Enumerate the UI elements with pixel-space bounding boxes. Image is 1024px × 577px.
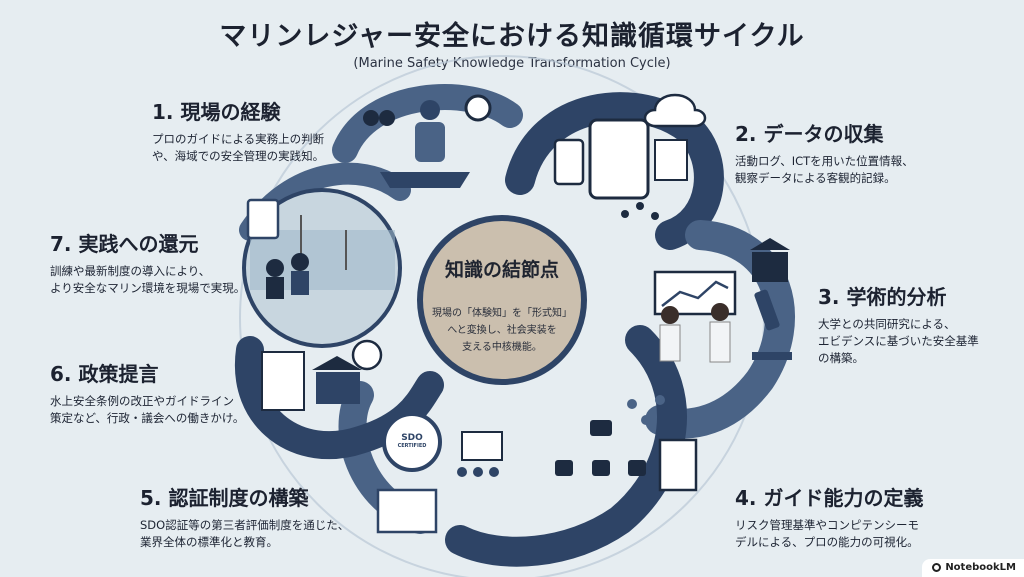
worker-2-body: [291, 271, 309, 295]
step-6-line: 策定など、行政・議会への働きかけ。: [50, 411, 245, 425]
hub-title: 知識の結節点: [444, 259, 559, 281]
step-7-line: より安全なマリン環境を現場で実現。: [50, 281, 246, 295]
step-4-heading: 4. ガイド能力の定義: [735, 486, 924, 510]
worker-1-icon: [266, 259, 284, 277]
step-3-line: エビデンスに基づいた安全基準: [818, 334, 979, 348]
researcher-2-icon: [709, 303, 731, 363]
hub-circle: [417, 215, 587, 385]
step-4-description: リスク管理基準やコンピテンシーモ デルによる、プロの能力の可視化。: [735, 517, 923, 551]
step-1-line: プロのガイドによる実務上の判断: [152, 132, 325, 146]
researcher-icon: [659, 306, 681, 362]
step-7-line: 訓練や最新制度の導入により、: [50, 264, 211, 278]
step-5-heading: 5. 認証制度の構築: [140, 486, 309, 510]
worker-2-icon: [291, 253, 309, 271]
hub-line: 現場の「体験知」を「形式知」: [432, 308, 572, 319]
notebooklm-logo-icon: [932, 563, 942, 572]
step-7-heading: 7. 実践への還元: [50, 232, 199, 256]
worker-1-body: [266, 277, 284, 299]
sdo-badge-line1: SDO: [401, 433, 423, 443]
step-5-description: SDO認証等の第三者評価制度を通じた、 業界全体の標準化と教育。: [140, 517, 349, 551]
clipboard-icon: [246, 198, 280, 240]
step-3-heading: 3. 学術的分析: [818, 285, 947, 309]
step-6-description: 水上安全条例の改正やガイドライン 策定など、行政・議会への働きかけ。: [50, 393, 244, 427]
step-1: 1. 現場の経験 プロのガイドによる実務上の判断 や、海域での安全管理の実践知。: [152, 96, 324, 165]
step-3-description: 大学との共同研究による、 エビデンスに基づいた安全基準 の構築。: [818, 316, 979, 367]
step-3-line: 大学との共同研究による、: [818, 317, 956, 331]
org-chart-icon: [555, 420, 646, 476]
step-2-description: 活動ログ、ICTを用いた位置情報、 観察データによる客観的記録。: [735, 153, 914, 187]
step-5-line: 業界全体の標準化と教育。: [140, 535, 278, 549]
band-4: [445, 325, 687, 567]
trend-line-icon: [661, 280, 729, 307]
band-3: [645, 220, 795, 439]
molecule-icon: [627, 395, 665, 425]
step-2-heading: 2. データの収集: [735, 122, 884, 146]
presentation-board-icon: [461, 431, 503, 461]
step-7: 7. 実践への還元 訓練や最新制度の導入により、 より安全なマリン環境を現場で実…: [50, 228, 245, 297]
step-2: 2. データの収集 活動ログ、ICTを用いた位置情報、 観察データによる客観的記…: [735, 118, 914, 187]
phone-icon: [553, 138, 585, 186]
government-building-icon: [312, 356, 362, 404]
guide-person-icon: [415, 100, 445, 162]
page-title: マリンレジャー安全における知識循環サイクル: [219, 21, 805, 52]
step-2-line: 観察データによる客観的記録。: [735, 171, 896, 185]
buoy-pole-2: [345, 230, 347, 270]
band-1: [332, 84, 523, 163]
step-2-line: 活動ログ、ICTを用いた位置情報、: [735, 154, 914, 168]
buoy-pole-1: [300, 215, 302, 265]
tablet-icon: [588, 118, 650, 200]
sdo-badge-line2: CERTIFIED: [397, 443, 427, 449]
hub-description: 現場の「体験知」を「形式知」 へと変換し、社会実装を 支える中核機能。: [428, 305, 576, 356]
step-1-description: プロのガイドによる実務上の判断 や、海域での安全管理の実践知。: [152, 131, 324, 165]
hub-line: へと変換し、社会実装を: [447, 325, 557, 336]
sdo-certified-badge: [382, 412, 442, 472]
step-7-description: 訓練や最新制度の導入により、 より安全なマリン環境を現場で実現。: [50, 263, 245, 297]
binoculars-icon: [363, 110, 395, 126]
step-4-line: デルによる、プロの能力の可視化。: [735, 535, 919, 549]
step-5: 5. 認証制度の構築 SDO認証等の第三者評価制度を通じた、 業界全体の標準化と…: [140, 482, 349, 551]
microscope-icon: [752, 289, 792, 360]
step-6: 6. 政策提言 水上安全条例の改正やガイドライン 策定など、行政・議会への働きか…: [50, 358, 244, 427]
certificate-icon: [376, 488, 438, 534]
seal-icon: [351, 339, 383, 371]
document-icon: [654, 139, 688, 181]
step-4-line: リスク管理基準やコンピテンシーモ: [735, 518, 919, 532]
watermark-text: NotebookLM: [945, 562, 1016, 573]
step-4: 4. ガイド能力の定義 リスク管理基準やコンピテンシーモ デルによる、プロの能力…: [735, 482, 923, 551]
policy-document-icon: [261, 351, 305, 411]
compass-icon: [464, 94, 492, 122]
page-subtitle: (Marine Safety Knowledge Transformation …: [353, 56, 671, 71]
university-icon: [750, 238, 790, 282]
band-6: [234, 336, 444, 460]
network-icon: [621, 202, 659, 220]
step-1-line: や、海域での安全管理の実践知。: [152, 149, 325, 163]
audience-icon: [457, 467, 499, 477]
checklist-icon: [658, 438, 698, 492]
step-3-line: の構築。: [818, 351, 864, 365]
step-3: 3. 学術的分析 大学との共同研究による、 エビデンスに基づいた安全基準 の構築…: [818, 281, 979, 367]
boat-icon: [380, 172, 470, 188]
step-6-line: 水上安全条例の改正やガイドライン: [50, 394, 234, 408]
step-5-line: SDO認証等の第三者評価制度を通じた、: [140, 518, 350, 532]
step-1-heading: 1. 現場の経験: [152, 100, 281, 124]
notebooklm-watermark: NotebookLM: [922, 559, 1024, 577]
cloud-icon: [643, 93, 707, 128]
hub-line: 支える中核機能。: [462, 342, 542, 353]
step-6-heading: 6. 政策提言: [50, 362, 159, 386]
sdo-badge-text: SDO CERTIFIED: [392, 433, 432, 449]
